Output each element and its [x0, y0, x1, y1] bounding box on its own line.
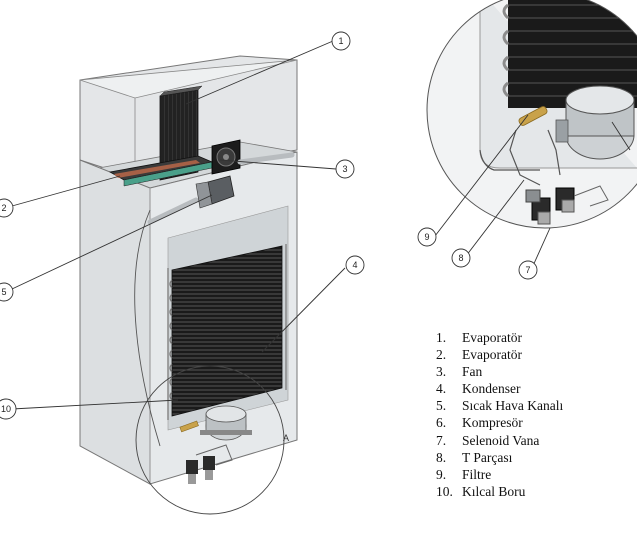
callout-2: 2	[0, 198, 14, 218]
callout-9: 9	[417, 227, 437, 247]
svg-text:4: 4	[352, 260, 357, 270]
hot-air-duct	[195, 175, 235, 209]
callout-8: 8	[451, 248, 471, 268]
filter	[179, 420, 199, 433]
legend-item: 2.Evaporatör	[436, 347, 522, 363]
detail-label: A	[283, 433, 289, 443]
detail-marker-circle	[135, 365, 285, 515]
detail-circle-border	[426, 0, 637, 229]
svg-text:10: 10	[1, 404, 11, 414]
compressor	[200, 405, 252, 441]
top-pipes	[147, 152, 295, 225]
legend-item: 8.T Parçası	[436, 449, 513, 465]
svg-text:3: 3	[342, 164, 347, 174]
detail-view	[426, 0, 637, 229]
callout-5: 5	[0, 282, 14, 302]
svg-text:2: 2	[1, 203, 6, 213]
detail-filter	[518, 106, 548, 126]
callout-4: 4	[345, 255, 365, 275]
detail-compressor	[555, 85, 635, 160]
callout-7: 7	[518, 260, 538, 280]
fan	[211, 139, 241, 175]
legend-item: 9.Filtre	[436, 466, 492, 482]
svg-text:7: 7	[525, 265, 530, 275]
condenser	[167, 244, 287, 420]
legend-item: 7.Selenoid Vana	[436, 432, 540, 448]
callout-10: 10	[0, 398, 17, 420]
svg-text:9: 9	[424, 232, 429, 242]
svg-text:8: 8	[458, 253, 463, 263]
callout-3: 3	[335, 159, 355, 179]
detail-solenoid-valves	[525, 185, 609, 225]
parts-legend: 1.Evaporatör 2.Evaporatör 3.Fan 4.Konden…	[436, 329, 563, 500]
legend-item: 10.Kılcal Boru	[436, 483, 526, 499]
legend-item: 6.Kompresör	[436, 415, 523, 431]
svg-text:5: 5	[1, 287, 6, 297]
capillary-tube	[134, 209, 161, 447]
legend-item: 1.Evaporatör	[436, 330, 522, 345]
legend-item: 4.Kondenser	[436, 381, 521, 397]
legend-item: 5.Sıcak Hava Kanalı	[436, 398, 564, 414]
leader-lines	[11, 40, 631, 410]
solenoid-valves	[186, 444, 233, 484]
svg-text:1: 1	[338, 36, 343, 46]
callout-1: 1	[331, 31, 351, 51]
legend-item: 3.Fan	[436, 364, 483, 380]
